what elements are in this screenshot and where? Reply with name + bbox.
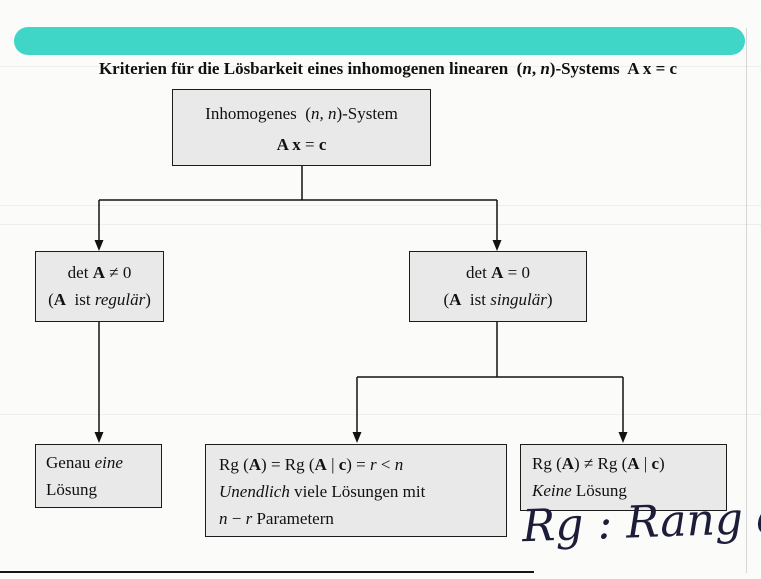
- handwritten-note: Rg : Rang d. M: [521, 491, 761, 553]
- bottom-rule: [0, 571, 534, 573]
- det-zero-box: det A = 0 (A ist singulär): [409, 251, 587, 322]
- result-line: Lösung: [46, 480, 97, 499]
- title-text: Kriterien für die Lösbarkeit eines inhom…: [98, 59, 678, 78]
- rank-condition-line: Rg (A) = Rg (A | c) = r < n: [219, 455, 404, 474]
- rank-condition-line: Rg (A) ≠ Rg (A | c): [532, 454, 665, 473]
- slide-right-border: [746, 28, 747, 573]
- connector-right-split: [356, 322, 624, 437]
- arrow-down-icon: [618, 432, 628, 443]
- det-nonzero-box: det A ≠ 0 (A ist regulär): [35, 251, 164, 322]
- condition-line: det A ≠ 0: [67, 263, 132, 282]
- scanline: [0, 414, 761, 415]
- system-label: Inhomogenes (n, n)-System: [205, 104, 398, 123]
- description-line: (A ist regulär): [48, 290, 151, 309]
- result-line: Unendlich viele Lösungen mit: [219, 482, 426, 501]
- description-line: (A ist singulär): [443, 290, 553, 309]
- arrow-down-icon: [492, 240, 502, 251]
- no-solution-box: Rg (A) ≠ Rg (A | c) Keine Lösung: [520, 444, 727, 511]
- scanline: [0, 224, 761, 225]
- unique-solution-box: Genau eine Lösung: [35, 444, 162, 508]
- result-line: Genau eine: [46, 453, 123, 472]
- scanline: [0, 66, 761, 67]
- top-system-box: Inhomogenes (n, n)-System A x = c: [172, 89, 431, 166]
- result-line: n − r Parametern: [219, 509, 334, 528]
- condition-line: det A = 0: [466, 263, 530, 282]
- arrow-down-icon: [94, 240, 104, 251]
- infinite-solutions-box: Rg (A) = Rg (A | c) = r < n Unendlich vi…: [205, 444, 507, 537]
- result-line: Keine Lösung: [532, 481, 627, 500]
- scanline: [0, 205, 761, 206]
- system-formula: A x = c: [276, 135, 327, 154]
- arrow-down-icon: [94, 432, 104, 443]
- title-banner: Kriterien für die Lösbarkeit eines inhom…: [14, 27, 745, 78]
- arrow-down-icon: [352, 432, 362, 443]
